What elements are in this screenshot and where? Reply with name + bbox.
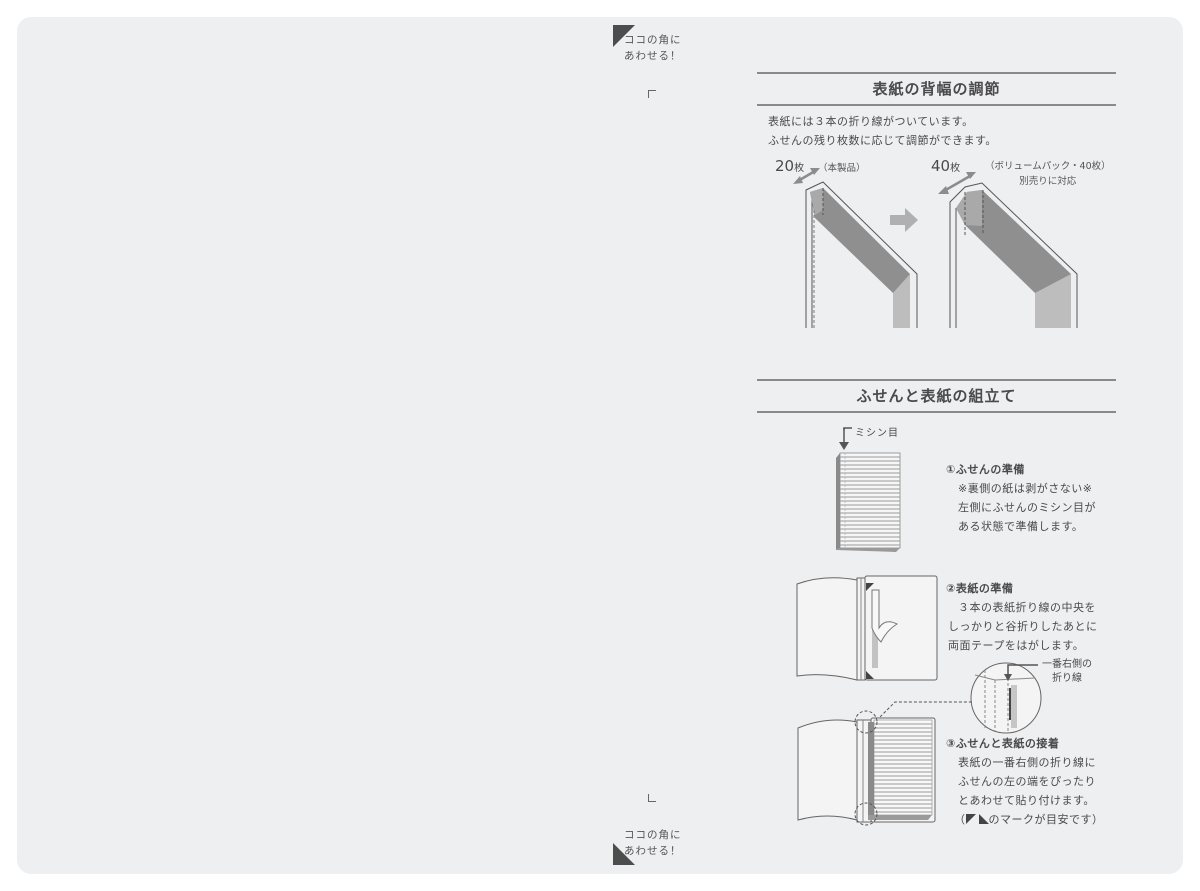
right-diagram-note: （ボリュームパック・40枚） 別売りに対応	[985, 159, 1111, 189]
step3-text: ③ふせんと表紙の接着 表紙の一番右側の折り線に ふせんの左の端をぴったり とあわ…	[946, 734, 1104, 829]
left-count-number: 20	[775, 157, 795, 175]
section1-line-1: 表紙には３本の折り線がついています。	[768, 115, 974, 128]
step2-line2: しっかりと谷折りしたあとに	[948, 620, 1098, 633]
right-count-unit: 枚	[950, 163, 961, 174]
step2-line3: 両面テープをはがします。	[948, 639, 1085, 652]
section2-bottom-rule	[757, 411, 1116, 413]
right-diagram-count: 40枚	[931, 157, 960, 175]
left-diagram-note: （本製品）	[818, 163, 866, 174]
step1-text: ①ふせんの準備 ※裏側の紙は剥がさない※ 左側にふせんのミシン目が ある状態で準…	[946, 460, 1096, 536]
corner-label-top-line2: あわせる！	[624, 50, 682, 62]
corner-label-top-line1: ココの角に	[624, 34, 682, 46]
step1-title: ①ふせんの準備	[946, 463, 1025, 476]
corner-label-bottom-line2: あわせる！	[624, 845, 682, 857]
step3-note-prefix: （	[954, 813, 966, 826]
right-note-line1: （ボリュームパック・40枚）	[985, 161, 1111, 172]
mark-triangle-top-icon	[965, 814, 976, 824]
step1-line2: 左側にふせんのミシン目が	[958, 501, 1096, 514]
page-sheet	[17, 17, 1183, 874]
mark-triangle-bottom-icon	[978, 814, 989, 824]
corner-label-top: ココの角に あわせる！	[624, 32, 682, 64]
step1-line1: ※裏側の紙は剥がさない※	[958, 482, 1093, 495]
crop-mark-bottom-icon	[648, 794, 656, 802]
section2-top-rule	[757, 379, 1116, 381]
step3-line3: とあわせて貼り付けます。	[958, 794, 1095, 807]
sticky-pad-diagram	[836, 427, 901, 552]
left-count-unit: 枚	[794, 163, 805, 174]
width-arrow-40-icon	[938, 172, 976, 194]
assembly-diagram	[797, 662, 1042, 826]
section1-title: 表紙の背幅の調節	[872, 80, 1001, 98]
step2-title: ②表紙の準備	[946, 582, 1014, 595]
perforation-arrow-icon	[843, 427, 852, 430]
width-arrow-20-icon	[793, 168, 820, 184]
step3-title: ③ふせんと表紙の接着	[946, 737, 1060, 750]
left-diagram-count: 20枚	[775, 157, 804, 175]
corner-triangle-top-icon	[613, 25, 635, 47]
spine-20-diagram	[793, 168, 1078, 328]
fold-line-arrow-icon	[1007, 664, 1038, 676]
step2-text: ②表紙の準備 ３本の表紙折り線の中央を しっかりと谷折りしたあとに 両面テープを…	[946, 579, 1098, 655]
right-count-number: 40	[931, 157, 951, 175]
corner-label-bottom: ココの角に あわせる！	[624, 827, 682, 859]
corner-triangle-bottom-icon	[613, 843, 635, 865]
fold-line-label: 一番右側の 折り線	[1042, 658, 1092, 686]
section2-title: ふせんと表紙の組立て	[856, 387, 1017, 405]
right-note-line2: 別売りに対応	[1019, 176, 1077, 187]
step3-line1: 表紙の一番右側の折り線に	[958, 756, 1096, 769]
step3-note: （ のマークが目安です）	[946, 810, 1104, 829]
arrow-right-icon	[890, 208, 918, 232]
section1-bottom-rule	[757, 104, 1116, 106]
corner-label-bottom-line1: ココの角に	[624, 829, 682, 841]
step2-line1: ３本の表紙折り線の中央を	[958, 601, 1096, 614]
section1-top-rule	[757, 72, 1116, 74]
section1-description: 表紙には３本の折り線がついています。 ふせんの残り枚数に応じて調節ができます。	[768, 112, 997, 150]
step1-line3: ある状態で準備します。	[958, 520, 1084, 533]
step3-note-suffix: のマークが目安です）	[988, 813, 1104, 826]
fold-label-line2: 折り線	[1052, 673, 1082, 684]
section1-line-2: ふせんの残り枚数に応じて調節ができます。	[768, 134, 997, 147]
cover-open-diagram	[796, 575, 938, 681]
perforation-label: ミシン目	[855, 428, 899, 439]
crop-mark-top-icon	[648, 90, 656, 98]
fold-label-line1: 一番右側の	[1042, 659, 1092, 670]
step3-line2: ふせんの左の端をぴったり	[958, 775, 1096, 788]
